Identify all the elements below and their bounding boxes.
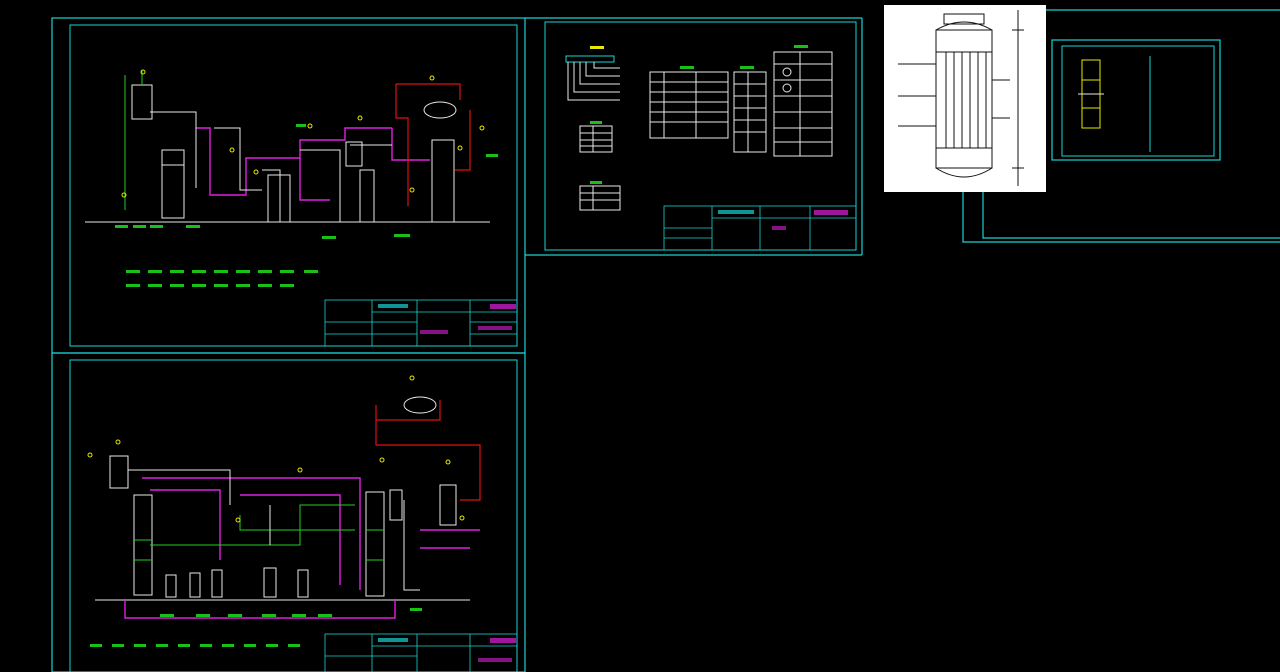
legend-row-top: [126, 270, 318, 287]
reference-photo[interactable]: [884, 5, 1046, 192]
instrument-markers-bottom: [87, 375, 465, 523]
small-table-a: [579, 121, 613, 153]
pid-sheet-bottom[interactable]: [69, 359, 518, 672]
pipe-legend-table: [649, 66, 729, 139]
valve-symbol-table: [773, 45, 833, 157]
equipment-tags-top: [115, 124, 498, 239]
heat-exchanger-sketch: [898, 10, 1024, 186]
title-block-bottom: [324, 633, 518, 672]
instrument-legend-table: [733, 66, 767, 153]
small-table-b: [579, 181, 621, 211]
equipment-tags-bottom: [90, 608, 422, 647]
thumbnail-sheet[interactable]: [1051, 39, 1221, 161]
tag-key: [565, 46, 620, 101]
outer-frames: [51, 9, 1280, 672]
title-block-legend: [663, 205, 857, 251]
legend-sheet[interactable]: [544, 21, 857, 251]
instrument-markers-top: [121, 69, 485, 198]
pid-sheet-top[interactable]: [69, 24, 518, 347]
title-block-top: [324, 299, 518, 347]
